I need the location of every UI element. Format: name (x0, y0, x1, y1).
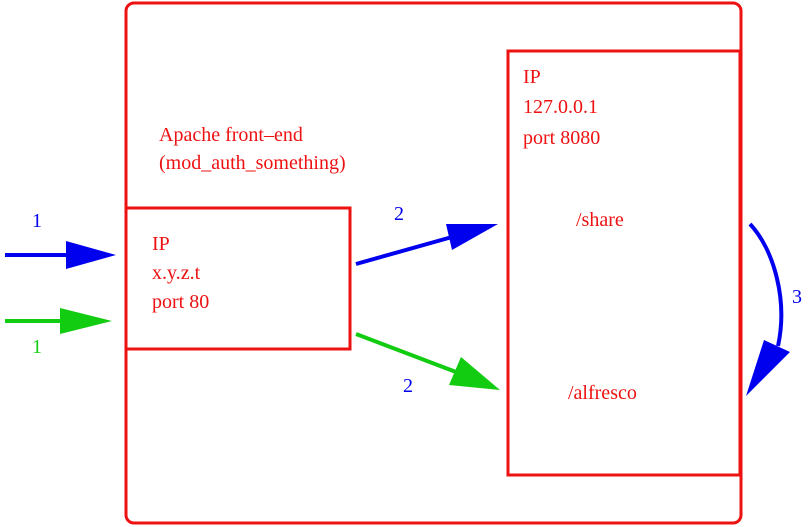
incoming-green-arrowhead (60, 308, 112, 334)
arrow-to-alfresco-shaft (355, 332, 457, 374)
outer-title-line2: (mod_auth_something) (159, 152, 346, 174)
outer-title-line1: Apache front–end (159, 124, 303, 146)
backend-ip-address: 127.0.0.1 (523, 96, 598, 118)
share-to-alfresco-arrowhead (746, 340, 790, 396)
front-ip-label: IP (152, 233, 170, 255)
front-port: port 80 (152, 291, 209, 313)
share-path-label: /share (576, 209, 624, 231)
backend-ip-label: IP (523, 66, 541, 88)
incoming-green-step-label: 1 (32, 336, 42, 358)
share-to-alfresco-curve (748, 222, 784, 347)
incoming-blue-step-label: 1 (32, 210, 42, 232)
arrow-to-share-head (446, 224, 498, 250)
share-to-alfresco-step-label: 3 (792, 286, 802, 308)
front-ip-address: x.y.z.t (152, 262, 201, 284)
to-alfresco-step-label: 2 (403, 375, 413, 397)
backend-ip-box (506, 49, 742, 477)
incoming-blue-arrowhead (66, 241, 116, 269)
backend-port: port 8080 (523, 127, 600, 149)
front-ip-box (124, 206, 352, 351)
outer-apache-box (124, 1, 743, 525)
alfresco-path-label: /alfresco (568, 382, 637, 404)
arrow-to-share-shaft (355, 235, 453, 266)
to-share-step-label: 2 (394, 203, 404, 225)
arrow-to-alfresco-head (449, 357, 500, 390)
